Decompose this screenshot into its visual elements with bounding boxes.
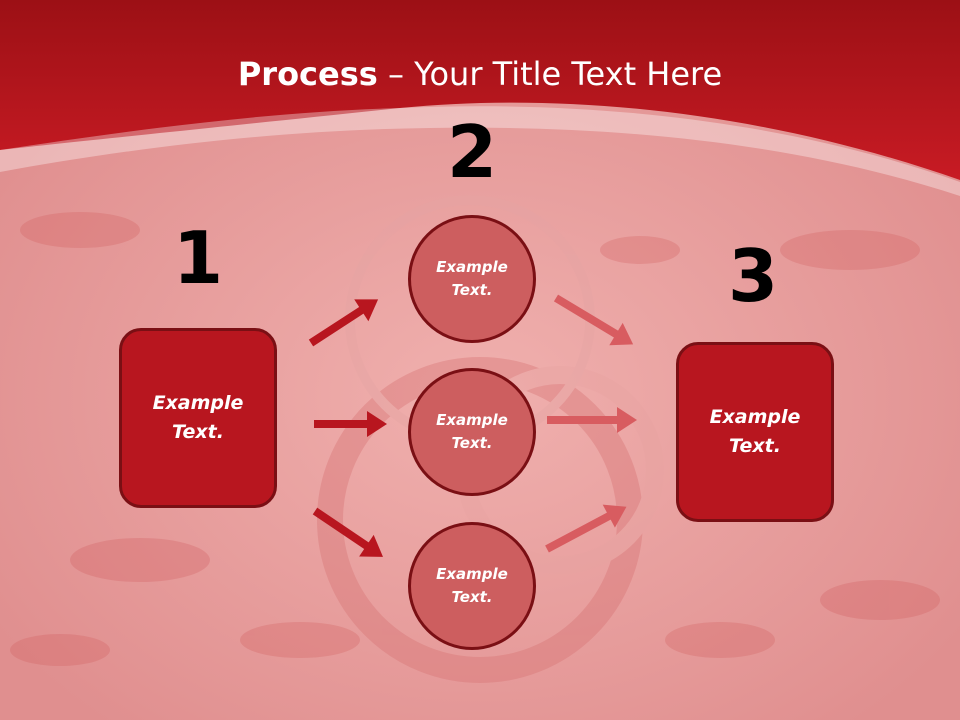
arrow-bottom-to-right (545, 504, 627, 553)
left-box-label: Example Text. (152, 392, 244, 443)
circle-top: Example Text. (408, 215, 536, 343)
slide-title: Process – Your Title Text Here (0, 52, 960, 96)
step-number-3: 3 (727, 234, 779, 318)
circle-middle: Example Text. (408, 368, 536, 496)
title-bold: Process (237, 55, 378, 93)
arrow-top-to-right (553, 294, 634, 346)
arrow-left-to-bottom (312, 507, 383, 557)
background-speckles (10, 212, 940, 666)
circle-bottom-label: Example Text. (436, 565, 508, 606)
header-swoosh (0, 106, 960, 196)
right-box: Example Text. (676, 342, 834, 522)
step-number-2: 2 (446, 110, 498, 194)
circle-bottom: Example Text. (408, 522, 536, 650)
header-band (0, 0, 960, 180)
right-box-label: Example Text. (709, 406, 801, 457)
arrow-left-to-middle (314, 411, 387, 437)
circle-top-label: Example Text. (436, 258, 508, 299)
title-rest: – Your Title Text Here (377, 55, 723, 93)
step-number-1: 1 (172, 216, 224, 300)
left-box: Example Text. (119, 328, 277, 508)
arrow-middle-to-right (547, 407, 637, 433)
arrow-left-to-top (308, 299, 379, 347)
circle-middle-label: Example Text. (436, 411, 508, 452)
